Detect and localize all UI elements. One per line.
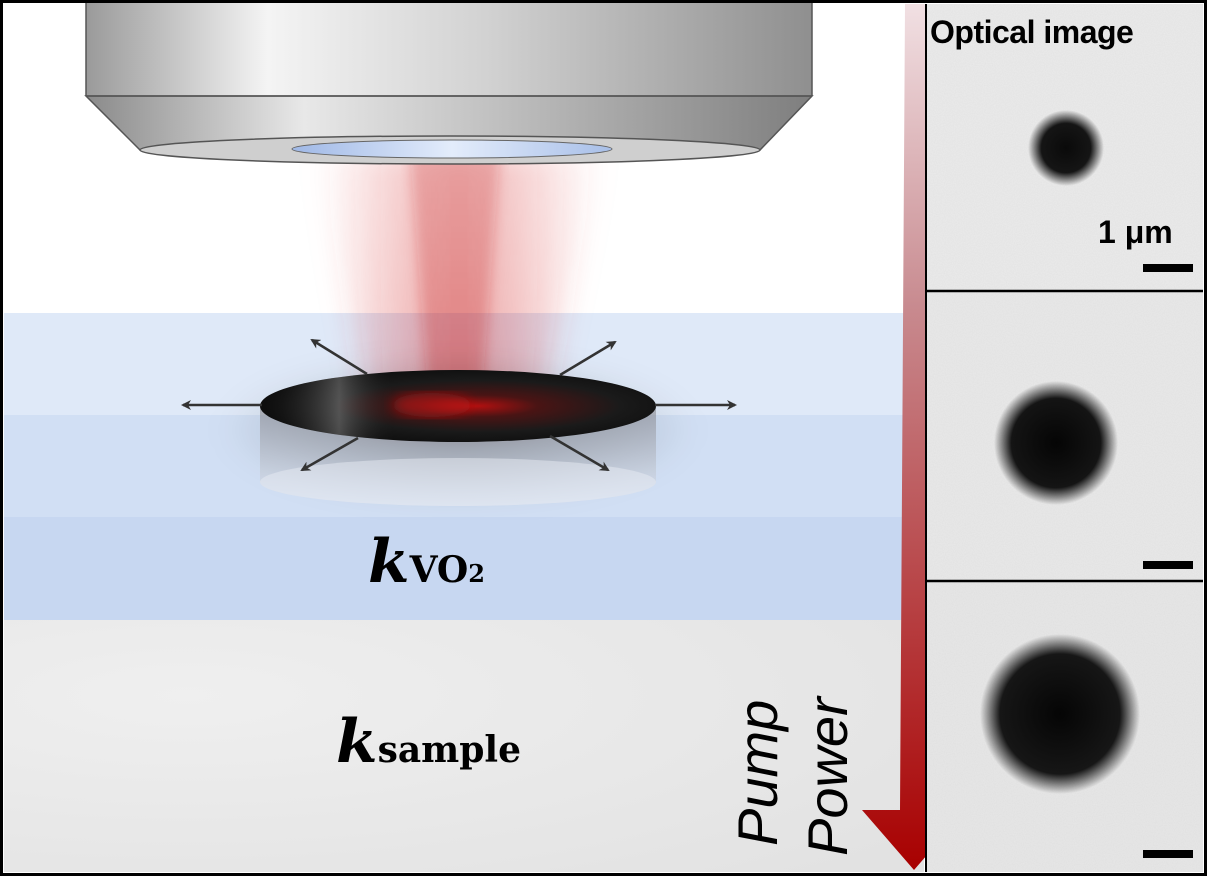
scale-bar-2 [1143, 561, 1193, 569]
power-label: Power [796, 697, 859, 856]
heat-spread-arrows [181, 338, 737, 472]
scale-bar-label: 1 μm [1098, 214, 1173, 250]
vo2-subscript-index: 2 [468, 559, 485, 588]
optical-image-title: Optical image [930, 14, 1134, 50]
optical-spot-medium [994, 381, 1118, 505]
optical-spot-small [1028, 110, 1104, 186]
arrow-up-left [310, 338, 368, 376]
arrow-down-right [549, 434, 610, 472]
k-sample-label: ksample [336, 712, 521, 772]
k-symbol: k [368, 527, 410, 597]
k-symbol-sample: k [336, 707, 378, 777]
scale-bar-3 [1143, 850, 1193, 858]
optical-image-panel [925, 4, 1203, 872]
objective-lens [84, 0, 814, 165]
lens-glass [291, 139, 613, 159]
vo2-disk [218, 355, 698, 506]
k-vo2-label: kVO2 [368, 532, 485, 592]
sample-subscript: sample [377, 729, 522, 771]
scale-bar-1 [1143, 264, 1193, 272]
laser-beam [318, 150, 600, 420]
pump-label: Pump [726, 699, 789, 846]
pump-power-arrow [862, 4, 966, 870]
arrow-up-right [559, 340, 617, 377]
optical-spot-large [980, 634, 1140, 794]
sample-layer [4, 620, 924, 872]
vo2-subscript: VO [409, 549, 469, 591]
arrow-down-left [300, 436, 359, 472]
